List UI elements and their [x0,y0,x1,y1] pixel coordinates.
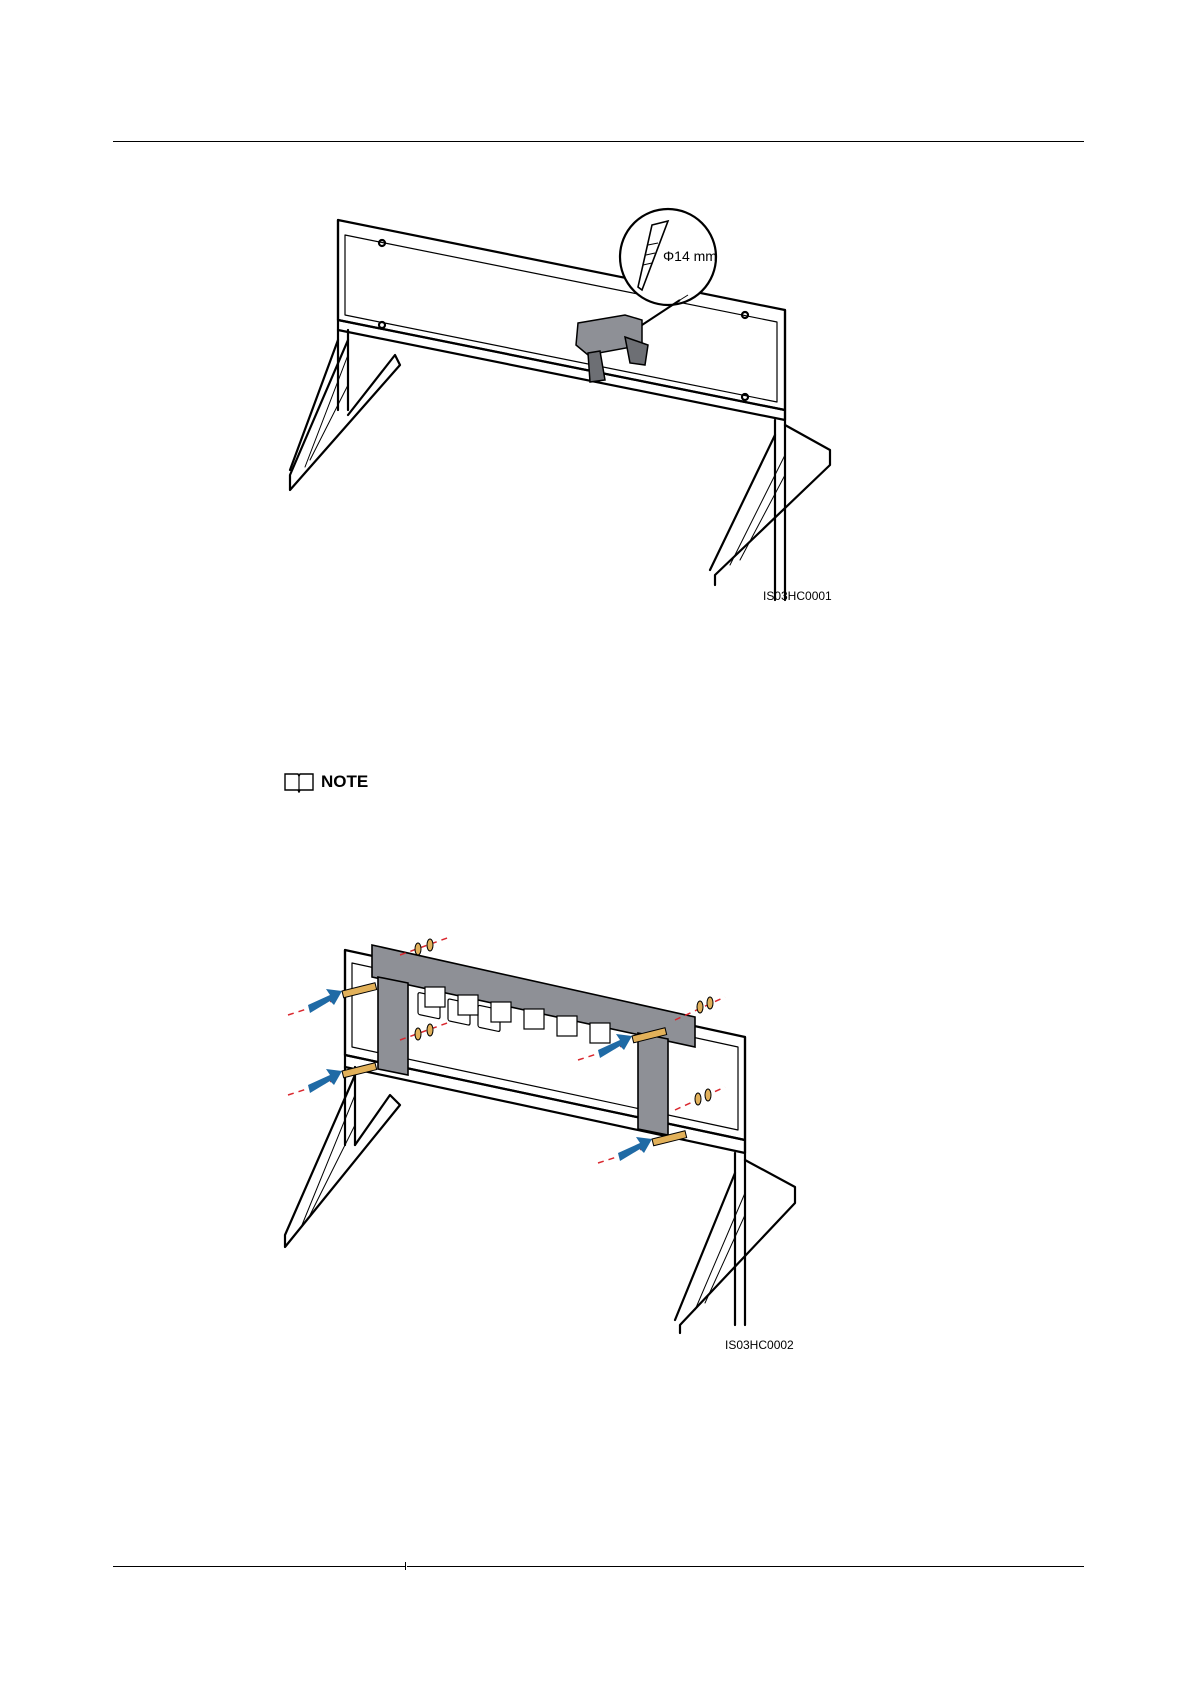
drill-bit-detail: Φ14 mm [620,209,717,305]
footer-rule-right [407,1566,1084,1567]
header-rule [113,141,1084,142]
footer-rule-divider [405,1562,406,1570]
note-heading: NOTE [283,771,368,793]
figure-drilling: Φ14 mm [270,205,850,605]
footer-rule-left [113,1566,405,1567]
figure-id-1: IS03HC0001 [763,589,832,603]
figure-id-2: IS03HC0002 [725,1338,794,1352]
note-label: NOTE [321,772,368,792]
book-icon [283,771,315,793]
figure-bracket-mounting [280,925,820,1335]
drill-bit-size-label: Φ14 mm [663,248,717,264]
